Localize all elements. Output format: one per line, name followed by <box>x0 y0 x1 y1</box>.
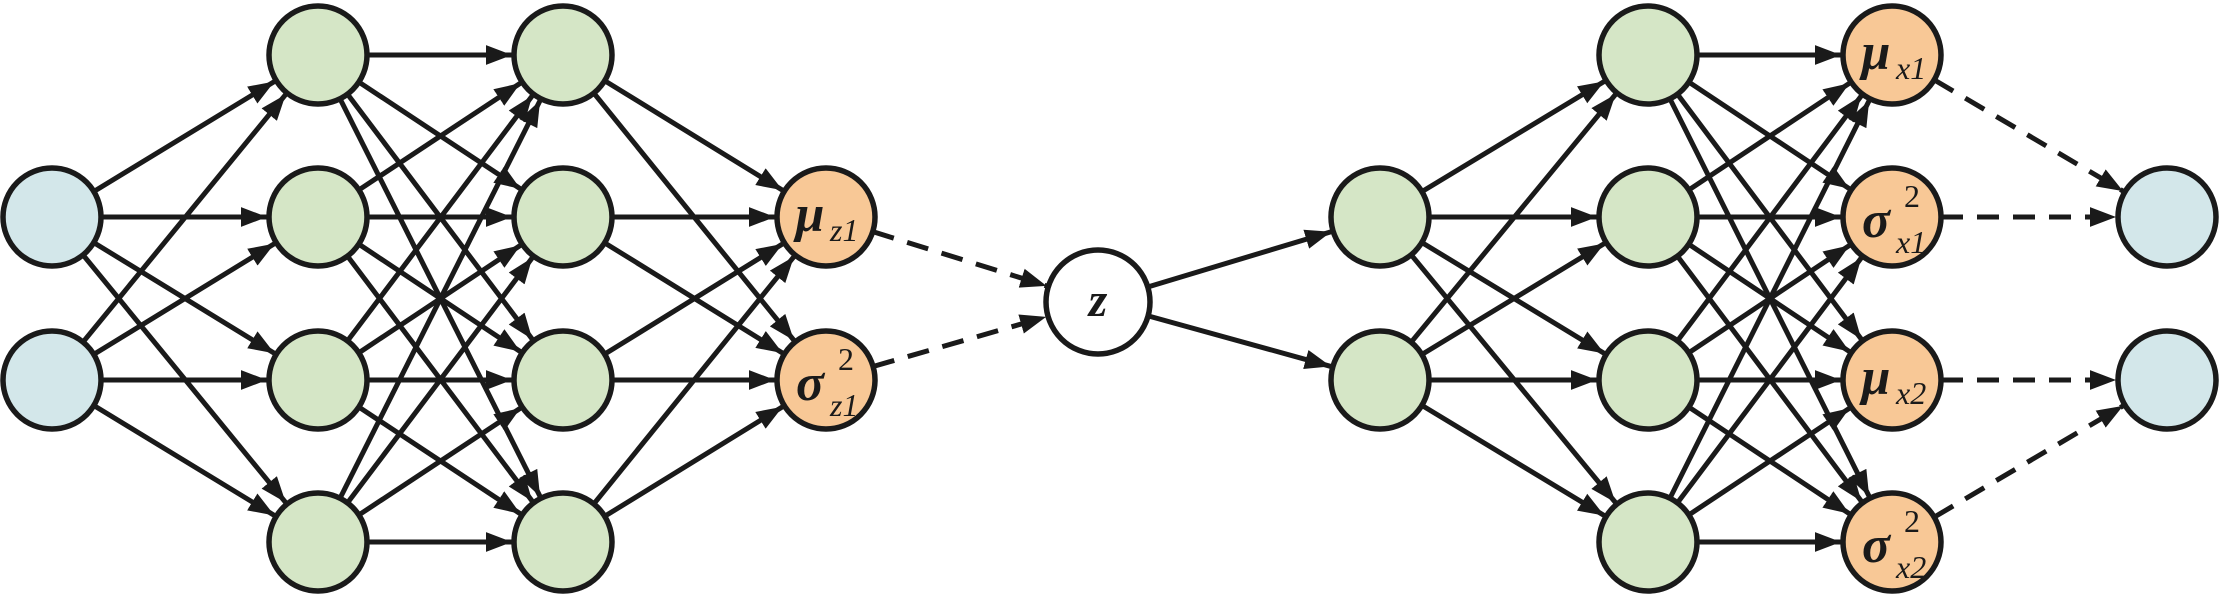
edge-input-1-to-enc_h1-3 <box>92 403 276 518</box>
node-enc_h1-3 <box>266 490 370 594</box>
edge-latent-0-to-dec_h1-1 <box>1147 313 1332 369</box>
input-node-circle <box>0 328 104 432</box>
edge-enc_h2-0-to-enc_out-0 <box>603 78 784 193</box>
edge-enc_h1-2-to-enc_h2-0 <box>345 94 535 343</box>
hidden-node-circle <box>511 3 615 107</box>
edge-dec_out-0-to-output-0 <box>1932 77 2125 194</box>
hidden-node-circle <box>266 3 370 107</box>
edge-dec_h1-1-to-dec_h2-3 <box>1420 403 1606 518</box>
node-enc_h2-0 <box>511 3 615 107</box>
node-label: σ <box>1862 192 1892 249</box>
node-dec_h2-0 <box>1596 3 1700 107</box>
hidden-node-circle <box>511 165 615 269</box>
node-dec_h2-1 <box>1596 165 1700 269</box>
latent-node-circle <box>1043 247 1153 357</box>
node-input-0 <box>0 165 104 269</box>
node-label-subscript: x2 <box>1895 549 1926 585</box>
hidden-node-circle <box>1596 490 1700 594</box>
edge-dec_h2-3-to-dec_out-2 <box>1687 406 1851 517</box>
node-enc_h2-1 <box>511 165 615 269</box>
node-label: σ <box>1862 517 1892 574</box>
edge-input-1-to-enc_h1-0 <box>81 92 288 344</box>
node-output-0 <box>2115 165 2219 269</box>
node-label-subscript: z1 <box>829 387 858 423</box>
hidden-node-circle <box>1596 165 1700 269</box>
hidden-node-circle <box>1596 3 1700 107</box>
node-label-superscript: 2 <box>1904 178 1920 214</box>
node-label: μ <box>793 186 825 243</box>
hidden-node-circle <box>1596 328 1700 432</box>
node-label: σ <box>796 355 826 412</box>
input-node-circle <box>0 165 104 269</box>
param-node-circle <box>1840 3 1944 107</box>
node-enc_h1-0 <box>266 3 370 107</box>
edge-input-1-to-enc_h1-1 <box>92 241 276 357</box>
node-enc_h1-1 <box>266 165 370 269</box>
node-dec_h2-2 <box>1596 328 1700 432</box>
hidden-node-circle <box>266 328 370 432</box>
node-label: z <box>1087 274 1108 327</box>
param-node-circle <box>774 328 878 432</box>
node-enc_h2-3 <box>511 490 615 594</box>
edge-enc_out-1-to-latent-0 <box>872 314 1047 369</box>
input-node-circle <box>2115 328 2219 432</box>
hidden-node-circle <box>511 328 615 432</box>
node-label-subscript: x1 <box>1895 50 1926 86</box>
edge-enc_out-0-to-latent-0 <box>872 229 1048 289</box>
input-node-circle <box>2115 165 2219 269</box>
edge-dec_h1-0-to-dec_h2-0 <box>1420 79 1606 194</box>
param-node-circle <box>774 165 878 269</box>
edge-enc_h1-3-to-enc_h2-0 <box>337 99 543 500</box>
node-enc_h2-2 <box>511 328 615 432</box>
edge-input-0-to-enc_h1-0 <box>92 79 276 194</box>
connections <box>81 45 2125 552</box>
hidden-node-circle <box>1328 165 1432 269</box>
node-label-superscript: 2 <box>1904 503 1920 539</box>
edge-enc_h2-3-to-enc_out-1 <box>603 404 784 519</box>
hidden-node-circle <box>266 165 370 269</box>
edge-enc_h1-1-to-enc_h2-0 <box>357 81 522 193</box>
node-dec_h1-1 <box>1328 328 1432 432</box>
param-node-circle <box>1840 490 1944 594</box>
edge-enc_h2-3-to-enc_out-0 <box>591 255 796 506</box>
node-output-1 <box>2115 328 2219 432</box>
node-input-1 <box>0 328 104 432</box>
node-label-subscript: x1 <box>1895 224 1926 260</box>
edge-dec_h2-1-to-dec_out-0 <box>1687 81 1851 192</box>
hidden-node-circle <box>1328 328 1432 432</box>
node-label: μ <box>1859 24 1891 81</box>
node-label: μ <box>1859 349 1891 406</box>
node-dec_h2-3 <box>1596 490 1700 594</box>
node-label-subscript: x2 <box>1895 375 1926 411</box>
edge-dec_h1-1-to-dec_h2-1 <box>1420 241 1606 357</box>
edge-dec_h1-1-to-dec_h2-0 <box>1409 92 1618 344</box>
hidden-node-circle <box>266 490 370 594</box>
param-node-circle <box>1840 165 1944 269</box>
edge-dec_h2-2-to-dec_out-0 <box>1675 94 1864 343</box>
edge-latent-0-to-dec_h1-0 <box>1147 229 1332 290</box>
node-enc_h1-2 <box>266 328 370 432</box>
param-node-circle <box>1840 328 1944 432</box>
edge-dec_h2-3-to-dec_out-1 <box>1675 256 1864 505</box>
edge-dec_h2-3-to-dec_out-0 <box>1667 99 1872 500</box>
edge-dec_out-3-to-output-1 <box>1932 403 2125 520</box>
edge-enc_h1-3-to-enc_h2-2 <box>357 406 522 518</box>
node-dec_h1-0 <box>1328 165 1432 269</box>
edge-enc_h2-2-to-enc_out-0 <box>603 241 784 357</box>
node-label-subscript: z1 <box>829 212 858 248</box>
hidden-node-circle <box>511 490 615 594</box>
edge-enc_h1-3-to-enc_h2-1 <box>345 256 535 505</box>
node-label-superscript: 2 <box>838 341 854 377</box>
node-latent-0: z <box>1043 247 1153 357</box>
